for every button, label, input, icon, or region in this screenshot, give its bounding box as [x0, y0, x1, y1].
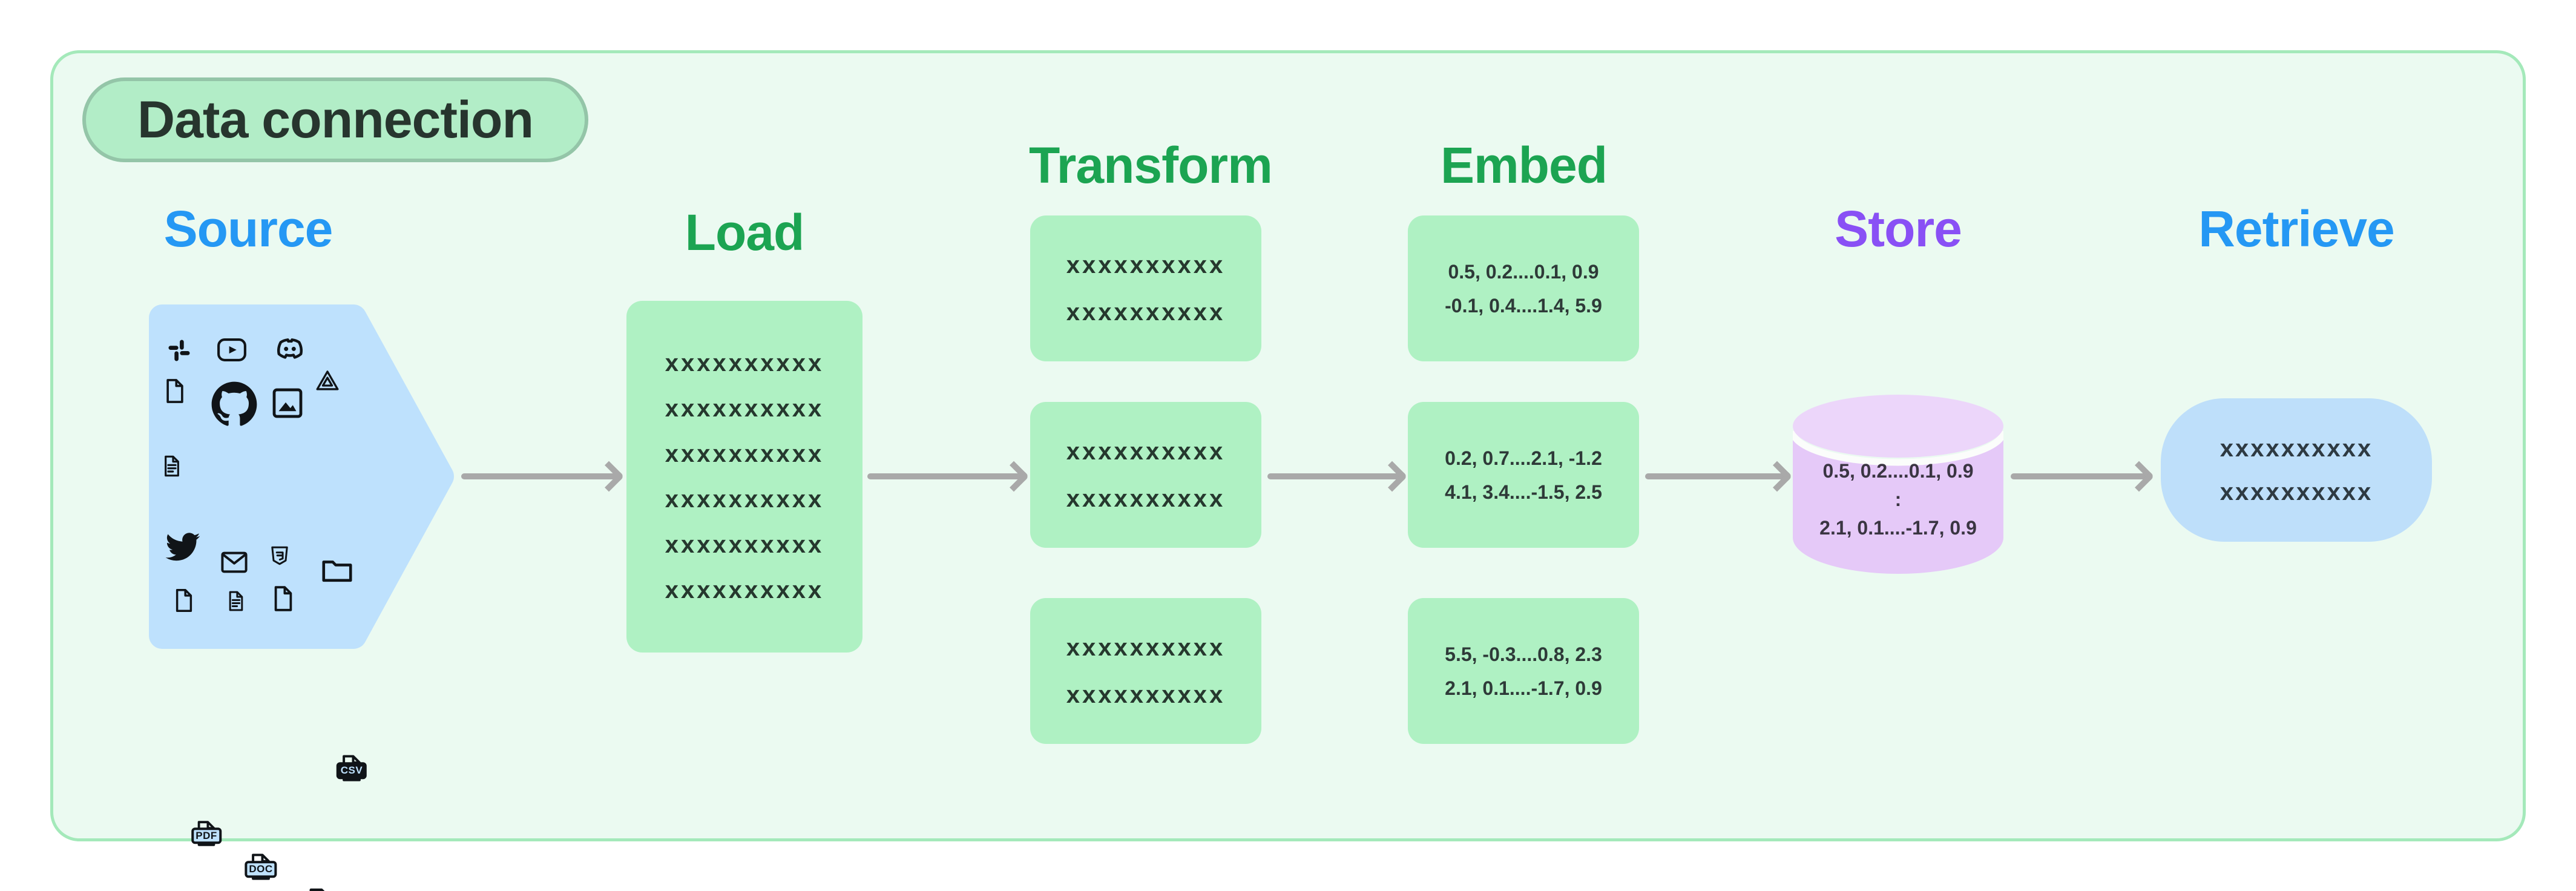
text-line: xxxxxxxxxx — [665, 395, 824, 422]
txt-file-icon: TXT — [303, 886, 337, 891]
image-icon — [269, 385, 306, 421]
text-line: xxxxxxxxxx — [2220, 478, 2373, 505]
arrow-store-to-retrieve — [2011, 473, 2147, 479]
text-line: xxxxxxxxxx — [1066, 438, 1226, 465]
source-pentagon-icon — [149, 304, 454, 649]
embed-heading: Embed — [1440, 137, 1608, 194]
text-line: xxxxxxxxxx — [1066, 251, 1226, 278]
file-type-label: DOC — [245, 861, 277, 878]
text-line: xxxxxxxxxx — [1066, 298, 1226, 326]
transform-box-3: xxxxxxxxxx xxxxxxxxxx — [1030, 598, 1261, 744]
transform-heading: Transform — [1029, 137, 1273, 194]
store-values: 0.5, 0.2....0.1, 0.9: 2.1, 0.1....-1.7, 0… — [1793, 457, 2003, 542]
twitter-icon — [164, 528, 202, 566]
document-lines-icon — [160, 454, 184, 478]
store-heading: Store — [1835, 200, 1962, 257]
text-line: 0.5, 0.2....0.1, 0.9 — [1448, 260, 1599, 283]
text-line: -0.1, 0.4....1.4, 5.9 — [1445, 294, 1602, 317]
text-line: xxxxxxxxxx — [665, 576, 824, 603]
text-line: xxxxxxxxxx — [665, 531, 824, 558]
doc-file-icon: DOC — [245, 852, 277, 882]
store-database-icon — [1789, 375, 2007, 586]
text-line: 2.1, 0.1....-1.7, 0.9 — [1819, 517, 1977, 539]
file-icon — [269, 584, 298, 613]
text-line: : — [1894, 488, 1902, 510]
file-icon — [161, 377, 189, 405]
youtube-icon — [216, 334, 248, 366]
text-line: 5.5, -0.3....0.8, 2.3 — [1445, 643, 1602, 665]
text-line: xxxxxxxxxx — [1066, 634, 1226, 661]
retrieve-heading: Retrieve — [2198, 200, 2395, 257]
file-type-label: PDF — [191, 827, 222, 844]
csv-file-icon: CSV — [336, 753, 367, 783]
file-icon — [171, 587, 197, 614]
pdf-file-icon: PDF — [191, 819, 222, 848]
text-line: xxxxxxxxxx — [665, 485, 824, 513]
file-type-label: CSV — [336, 762, 367, 779]
load-box: xxxxxxxxxx xxxxxxxxxx xxxxxxxxxx xxxxxxxxxx… — [626, 301, 862, 653]
arrow-embed-to-store — [1645, 473, 1786, 479]
embed-box-3: 5.5, -0.3....0.8, 2.3 2.1, 0.1....-1.7, 0… — [1408, 598, 1639, 744]
text-line: xxxxxxxxxx — [2220, 435, 2373, 462]
data-connection-panel — [50, 50, 2526, 841]
mail-icon — [219, 547, 249, 577]
discord-icon — [273, 334, 307, 367]
source-heading: Source — [163, 200, 334, 257]
google-drive-icon — [315, 369, 340, 394]
arrow-transform-to-embed — [1267, 473, 1401, 479]
text-line: 4.1, 3.4....-1.5, 2.5 — [1445, 481, 1602, 503]
embed-box-2: 0.2, 0.7....2.1, -1.2 4.1, 3.4....-1.5, 2… — [1408, 402, 1639, 548]
text-line: 0.5, 0.2....0.1, 0.9 — [1822, 460, 1974, 482]
slack-icon — [166, 338, 192, 363]
diagram-title-badge: Data connection — [82, 77, 588, 162]
arrow-source-to-load — [461, 473, 617, 479]
transform-box-1: xxxxxxxxxx xxxxxxxxxx — [1030, 215, 1261, 361]
transform-box-2: xxxxxxxxxx xxxxxxxxxx — [1030, 402, 1261, 548]
arrow-load-to-transform — [867, 473, 1022, 479]
text-line: xxxxxxxxxx — [665, 349, 824, 376]
retrieve-box: xxxxxxxxxx xxxxxxxxxx — [2161, 398, 2432, 542]
text-line: 0.2, 0.7....2.1, -1.2 — [1445, 447, 1602, 469]
embed-box-1: 0.5, 0.2....0.1, 0.9 -0.1, 0.4....1.4, 5.… — [1408, 215, 1639, 361]
github-icon — [211, 381, 258, 428]
text-line: 2.1, 0.1....-1.7, 0.9 — [1445, 677, 1602, 699]
diagram-title: Data connection — [137, 90, 534, 149]
folder-icon — [320, 551, 355, 587]
load-heading: Load — [685, 204, 805, 261]
source-shape: CSVPDFDOCTXTPPTM↓{}<>HTMLW — [145, 301, 457, 891]
text-line: xxxxxxxxxx — [1066, 485, 1226, 512]
text-line: xxxxxxxxxx — [665, 440, 824, 467]
css3-icon — [268, 544, 291, 567]
document-lines-icon — [225, 590, 248, 613]
text-line: xxxxxxxxxx — [1066, 681, 1226, 708]
